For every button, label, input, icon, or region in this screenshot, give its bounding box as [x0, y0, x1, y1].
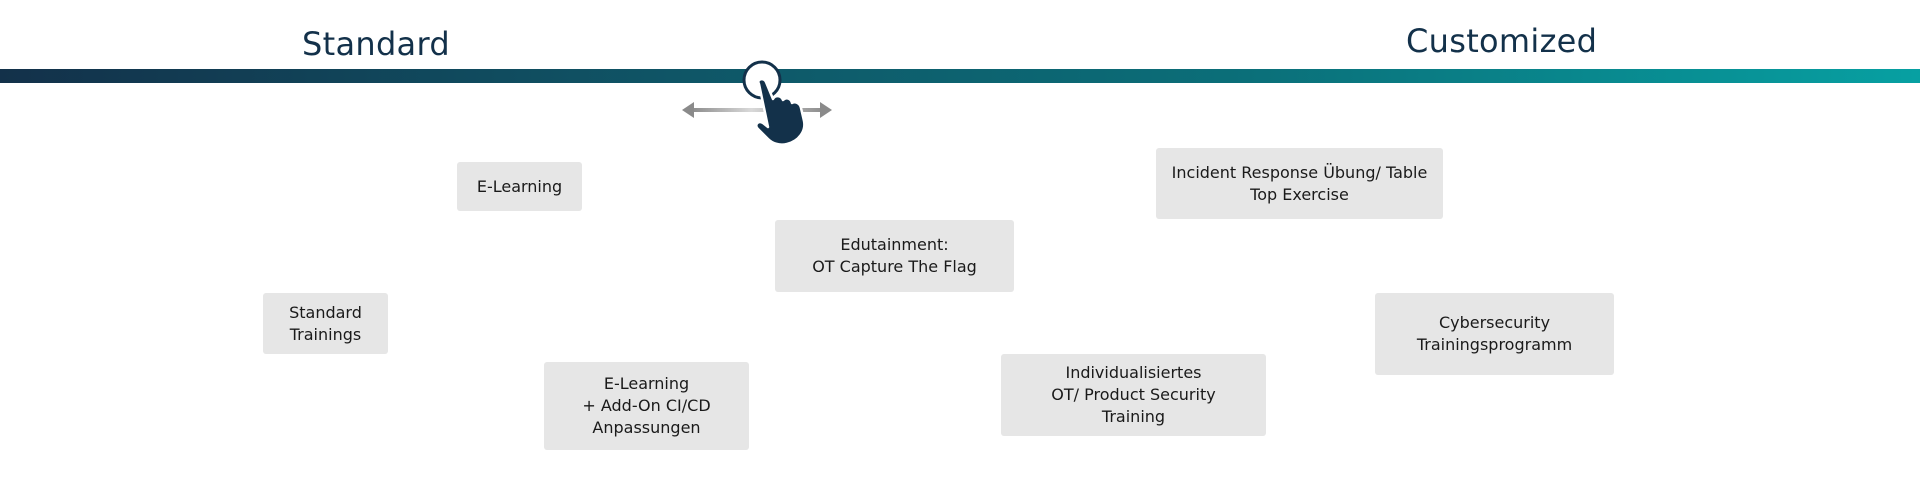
slider-graphic [682, 60, 832, 146]
offering-label: E-Learning [476, 176, 563, 196]
offering-cybersecurity-program: Cybersecurity Trainingsprogramm [1375, 293, 1614, 375]
spectrum-label-standard: Standard [302, 25, 450, 63]
offering-edutainment-ctf: Edutainment: OT Capture The Flag [775, 220, 1014, 292]
hand-pointer-icon [755, 77, 806, 146]
offering-label: Standard Trainings [289, 302, 362, 344]
offering-e-learning: E-Learning [457, 162, 582, 211]
offering-e-learning-addon: E-Learning + Add-On CI/CD Anpassungen [544, 362, 749, 450]
double-headed-arrow-icon [682, 102, 832, 118]
offering-label: Cybersecurity Trainingsprogramm [1416, 313, 1573, 354]
spectrum-slider[interactable] [680, 55, 840, 155]
spectrum-label-customized: Customized [1406, 22, 1598, 60]
offering-label: E-Learning + Add-On CI/CD Anpassungen [582, 374, 711, 437]
offering-label: Incident Response Übung/ Table Top Exerc… [1171, 162, 1428, 204]
spectrum-gradient-bar [0, 69, 1920, 83]
offering-label: Edutainment: OT Capture The Flag [812, 235, 977, 276]
offering-individual-ot-training: Individualisiertes OT/ Product Security … [1001, 354, 1266, 436]
offering-standard-trainings: Standard Trainings [263, 293, 388, 354]
offering-label: Individualisiertes OT/ Product Security … [1051, 363, 1216, 426]
offering-incident-response: Incident Response Übung/ Table Top Exerc… [1156, 148, 1443, 219]
